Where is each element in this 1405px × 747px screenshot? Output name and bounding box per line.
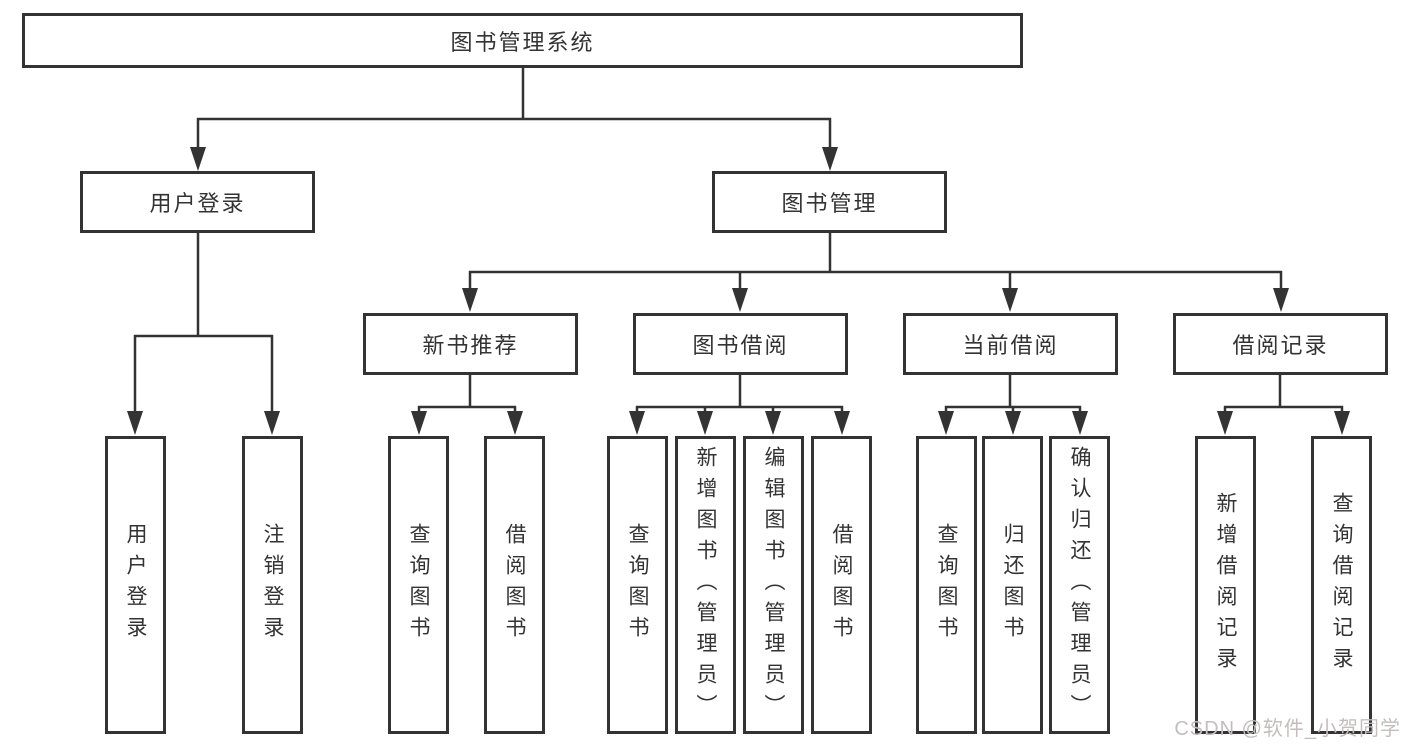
connector-user-login-to-leaves [127,233,280,435]
connector-new-book-recommend-to-leaves [411,375,523,435]
node-borrow-records: 借阅记录 [1173,313,1388,375]
csdn-watermark: CSDN @软件_小贺同学 [1174,718,1401,740]
node-label: 图书管理系统 [450,29,595,55]
node-label: 查询借阅记录 [1330,492,1353,678]
leaf-query-books-borrow: 查询图书 [607,436,668,734]
node-book-management: 图书管理 [712,171,947,233]
leaf-borrow-books-recommend: 借阅图书 [484,436,545,734]
node-label: 图书借阅 [692,333,789,358]
node-label: 新增借阅记录 [1214,492,1237,678]
leaf-query-borrow-record: 查询借阅记录 [1311,436,1372,734]
leaf-borrow-books-borrow: 借阅图书 [811,436,872,734]
node-label: 归还图书 [1001,523,1024,647]
connector-borrow-records-to-leaves [1217,375,1350,435]
node-label: 查询图书 [626,523,649,647]
node-label: 借阅图书 [503,523,526,647]
connector-current-borrow-to-leaves [938,375,1088,435]
leaf-query-books-recommend: 查询图书 [388,436,449,734]
connector-root-to-level2 [190,68,838,171]
node-label: 借阅记录 [1232,333,1329,358]
leaf-logout: 注销登录 [242,436,303,734]
node-label: 借阅图书 [830,523,853,647]
leaf-user-login: 用户登录 [105,436,166,734]
connector-book-management-to-level3 [462,233,1289,312]
node-label: 编辑图书（管理员） [762,445,785,725]
node-label: 用户登录 [149,191,246,216]
node-label: 查询图书 [407,523,430,647]
node-current-borrow: 当前借阅 [903,313,1118,375]
node-label: 新书推荐 [422,333,519,358]
leaf-add-borrow-record: 新增借阅记录 [1195,436,1256,734]
node-label: 用户登录 [124,523,147,647]
leaf-return-books: 归还图书 [982,436,1043,734]
node-label: 注销登录 [261,523,284,647]
node-user-login: 用户登录 [80,171,315,233]
node-book-borrow: 图书借阅 [633,313,848,375]
node-new-book-recommend: 新书推荐 [363,313,578,375]
leaf-confirm-return-admin: 确认归还（管理员） [1049,436,1110,734]
node-library-management-system: 图书管理系统 [22,13,1023,68]
node-label: 图书管理 [781,191,878,216]
connector-book-borrow-to-leaves [629,375,850,435]
node-label: 新增图书（管理员） [694,445,717,725]
node-label: 当前借阅 [962,333,1059,358]
leaf-edit-book-admin: 编辑图书（管理员） [743,436,804,734]
node-label: 确认归还（管理员） [1068,445,1091,725]
leaf-add-book-admin: 新增图书（管理员） [675,436,736,734]
leaf-query-books-current: 查询图书 [916,436,977,734]
node-label: 查询图书 [935,523,958,647]
